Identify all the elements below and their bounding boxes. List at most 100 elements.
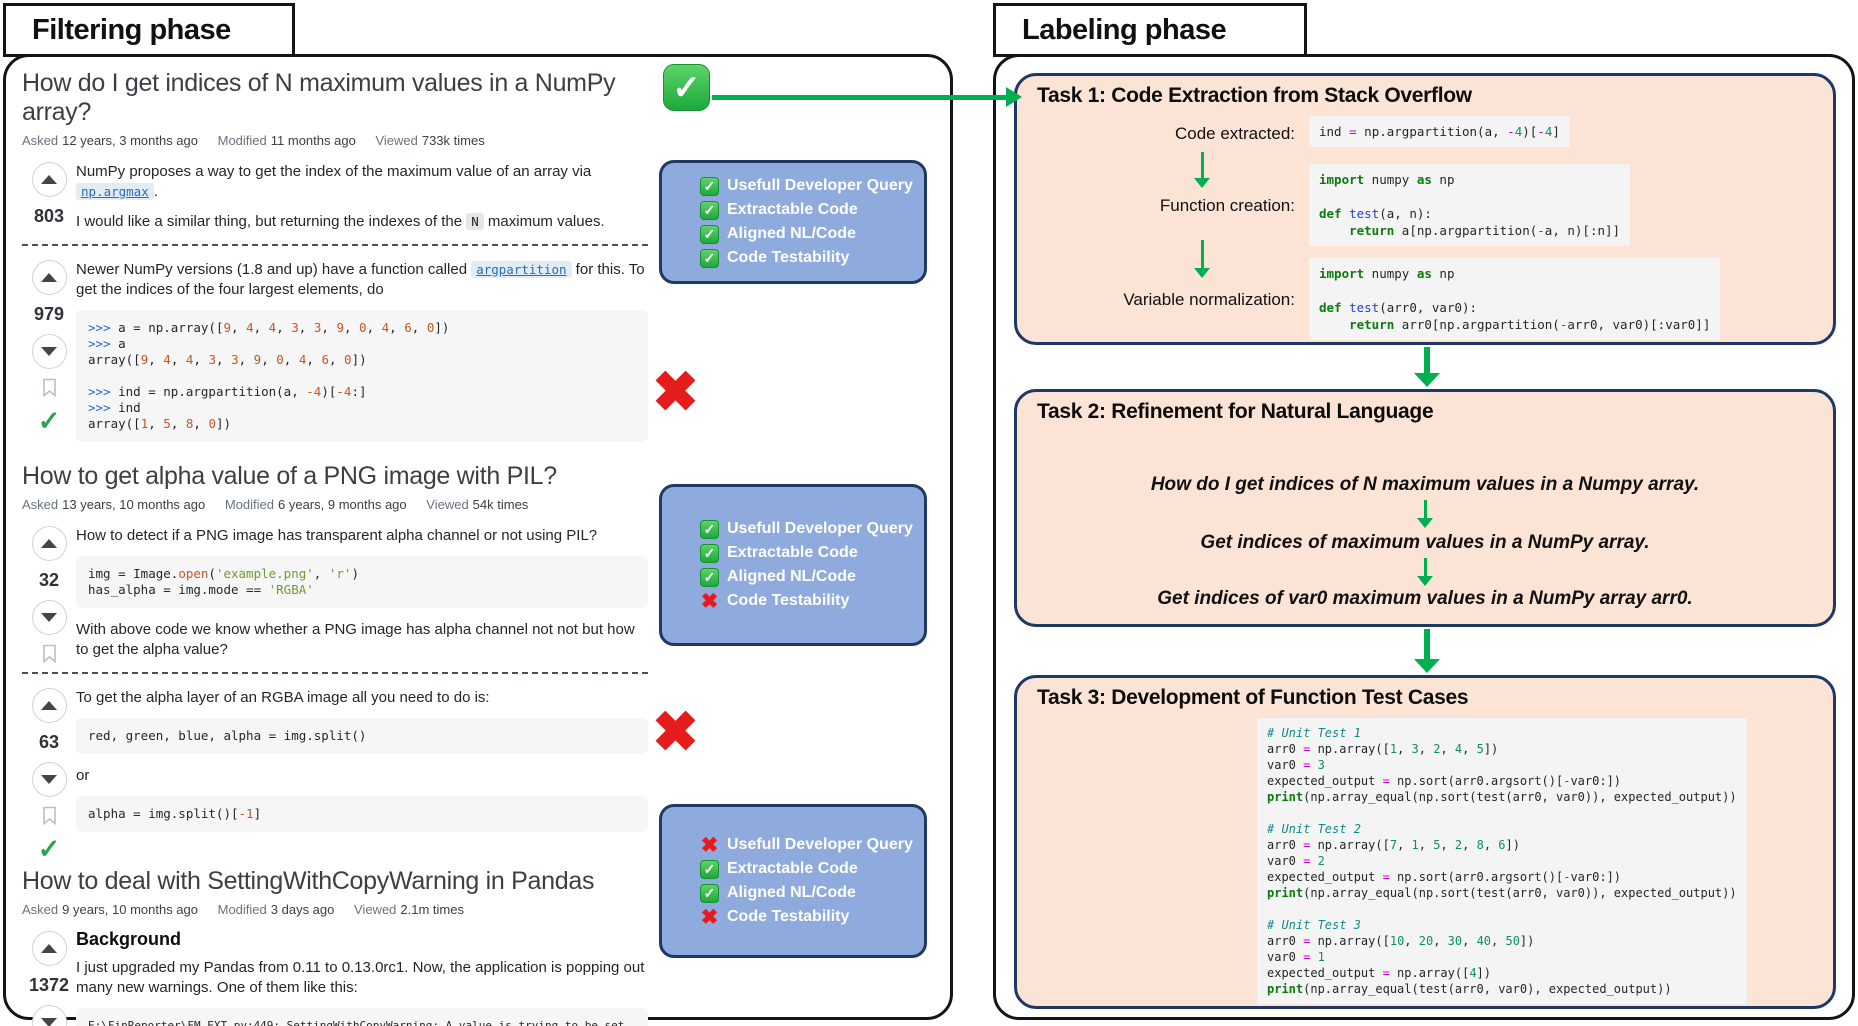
code-snippet: import numpy as np def test(arr0, var0):… (1309, 258, 1721, 340)
flow-arrow-head (1006, 87, 1022, 107)
viewed-label: Viewed (426, 497, 469, 512)
task-flow-arrow (1412, 347, 1442, 387)
vote-count: 63 (38, 732, 60, 752)
criteria-item: ✖Code Testability (700, 905, 850, 929)
step-label: Function creation: (1159, 196, 1295, 215)
question-title[interactable]: How to get alpha value of a PNG image wi… (22, 462, 557, 490)
upvote-button[interactable] (31, 688, 67, 723)
argpartition-link[interactable]: argpartition (471, 261, 572, 278)
answer-text: or (76, 767, 90, 784)
question-post: 803 NumPy proposes a way to get the inde… (22, 160, 648, 242)
criteria-item: ✓Extractable Code (700, 200, 924, 220)
viewed-value: 54k times (472, 497, 529, 512)
np-argmax-link[interactable]: np.argmax (76, 183, 154, 200)
accepted-check-icon: ✓ (37, 406, 61, 436)
step-label: Variable normalization: (1123, 290, 1295, 309)
check-icon: ✓ (700, 519, 719, 539)
check-icon: ✓ (700, 543, 719, 563)
step-arrow (1416, 558, 1434, 586)
post-divider (22, 672, 648, 674)
vote-count: 1372 (28, 975, 70, 995)
downvote-button[interactable] (31, 1005, 67, 1026)
criteria-item: ✓Extractable Code (700, 543, 924, 563)
nl-refinement-line: Get indices of var0 maximum values in a … (1157, 588, 1693, 609)
question-text: I would like a similar thing, but return… (76, 213, 605, 230)
bookmark-icon[interactable] (42, 806, 57, 830)
check-icon: ✓ (700, 176, 719, 196)
up-caret-icon (41, 944, 57, 953)
question-text: NumPy proposes a way to get the index of… (76, 163, 592, 200)
criteria-item: ✓Usefull Developer Query (700, 519, 924, 539)
check-icon: ✓ (700, 567, 719, 587)
cross-icon: ✖ (700, 905, 719, 929)
down-caret-icon (41, 775, 57, 784)
asked-label: Asked (22, 133, 59, 148)
bookmark-icon[interactable] (42, 378, 57, 402)
answer-text: To get the alpha layer of an RGBA image … (76, 689, 490, 706)
criteria-item: ✓Aligned NL/Code (700, 567, 924, 587)
criteria-item: ✓Aligned NL/Code (700, 224, 924, 244)
criteria-item: ✓Aligned NL/Code (700, 883, 924, 903)
check-icon: ✓ (700, 859, 719, 879)
asked-value: 13 years, 10 months ago (62, 497, 206, 512)
task2-box: Task 2: Refinement for Natural Language … (1014, 389, 1836, 627)
question-title[interactable]: How do I get indices of N maximum values… (22, 69, 616, 126)
downvote-button[interactable] (31, 762, 67, 797)
step-arrow (1193, 240, 1211, 278)
check-icon: ✓ (700, 248, 719, 268)
step-arrow (1416, 500, 1434, 528)
asked-value: 9 years, 10 months ago (62, 902, 198, 917)
task3-box: Task 3: Development of Function Test Cas… (1014, 675, 1836, 1009)
upvote-button[interactable] (31, 931, 67, 966)
criteria-item: ✖Code Testability (700, 589, 850, 613)
fail-verdict-icon: ✖ (652, 699, 699, 763)
asked-value: 12 years, 3 months ago (62, 133, 198, 148)
modified-value: 11 months ago (270, 133, 356, 148)
viewed-label: Viewed (375, 133, 418, 148)
upvote-button[interactable] (31, 260, 67, 295)
code-block: red, green, blue, alpha = img.split() (76, 718, 648, 754)
question-post: 1372 ↺ Background I just upgraded my Pan… (22, 929, 648, 1026)
code-snippet: import numpy as np def test(a, n): retur… (1309, 164, 1631, 246)
upvote-button[interactable] (31, 162, 67, 197)
nl-refinement-line: Get indices of maximum values in a NumPy… (1200, 532, 1650, 553)
labeling-panel: Task 1: Code Extraction from Stack Overf… (993, 54, 1855, 1020)
criteria-box: ✓Usefull Developer Query ✓Extractable Co… (659, 484, 927, 646)
criteria-item: ✓Extractable Code (700, 859, 924, 879)
down-caret-icon (41, 613, 57, 622)
nl-refinement-line: How do I get indices of N maximum values… (1150, 474, 1700, 495)
up-caret-icon (41, 701, 57, 710)
fail-verdict-icon: ✖ (652, 359, 699, 423)
question-title[interactable]: How to deal with SettingWithCopyWarning … (22, 867, 595, 895)
viewed-value: 2.1m times (400, 902, 464, 917)
question-text: With above code we know whether a PNG im… (76, 621, 635, 658)
labeling-phase-title: Labeling phase (993, 3, 1307, 57)
code-block: img = Image.open('example.png', 'r')has_… (76, 556, 648, 608)
upvote-button[interactable] (31, 526, 67, 561)
asked-label: Asked (22, 902, 59, 917)
question-text: How to detect if a PNG image has transpa… (76, 527, 598, 544)
vote-count: 32 (38, 570, 60, 590)
criteria-item: ✖Usefull Developer Query (700, 833, 913, 857)
downvote-button[interactable] (31, 334, 67, 369)
check-icon: ✓ (700, 883, 719, 903)
viewed-label: Viewed (354, 902, 397, 917)
vote-count: 979 (33, 304, 65, 324)
vote-count: 803 (33, 206, 65, 226)
filtering-phase-title: Filtering phase (3, 3, 295, 57)
down-caret-icon (41, 1018, 57, 1026)
criteria-box: ✖Usefull Developer Query ✓Extractable Co… (659, 804, 927, 958)
asked-label: Asked (22, 497, 59, 512)
code-block: >>> a = np.array([9, 4, 4, 3, 3, 9, 0, 4… (76, 310, 648, 442)
stackoverflow-feed: How do I get indices of N maximum values… (22, 61, 648, 1026)
modified-label: Modified (217, 133, 267, 148)
code-snippet: ind = np.argpartition(a, -4)[-4] (1309, 116, 1570, 147)
inline-code: N (466, 213, 484, 230)
bookmark-icon[interactable] (42, 644, 57, 668)
modified-label: Modified (217, 902, 267, 917)
up-caret-icon (41, 539, 57, 548)
downvote-button[interactable] (31, 600, 67, 635)
